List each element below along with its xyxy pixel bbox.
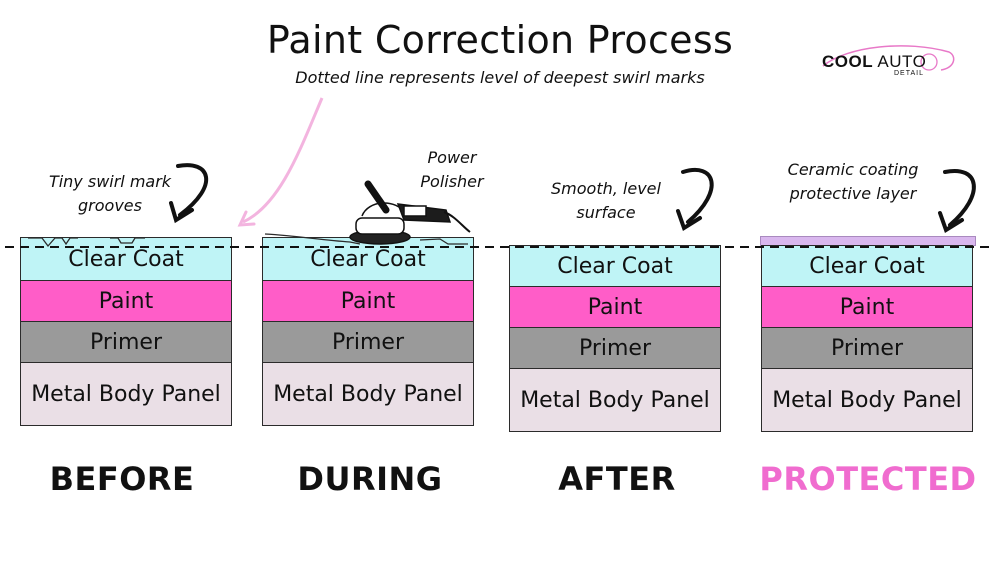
logo-car-outline-icon	[822, 45, 955, 71]
metal-layer: Metal Body Panel	[263, 363, 473, 425]
logo-subtext: DETAIL	[894, 70, 924, 77]
logo-text-light: AUTO	[877, 52, 927, 71]
paint-layer: Paint	[762, 287, 972, 328]
paint-layer: Paint	[263, 281, 473, 322]
clear-coat-layer: Clear Coat	[510, 246, 720, 287]
metal-layer: Metal Body Panel	[510, 369, 720, 431]
stage-label-during: DURING	[297, 460, 443, 498]
primer-layer: Primer	[762, 328, 972, 369]
primer-layer: Primer	[263, 322, 473, 363]
note-before: Tiny swirl mark grooves	[48, 172, 172, 215]
primer-layer: Primer	[21, 322, 231, 363]
clear-coat-layer: Clear Coat	[21, 238, 231, 281]
layer-stack-during: Clear Coat Paint Primer Metal Body Panel	[262, 237, 474, 426]
clear-coat-layer: Clear Coat	[762, 246, 972, 287]
note-protected: Ceramic coating protective layer	[787, 160, 919, 203]
clear-coat-layer: Clear Coat	[263, 238, 473, 281]
paint-layer: Paint	[510, 287, 720, 328]
metal-layer: Metal Body Panel	[21, 363, 231, 425]
logo-text-bold: COOL	[822, 52, 874, 71]
paint-layer: Paint	[21, 281, 231, 322]
layer-stack-after: Clear Coat Paint Primer Metal Body Panel	[509, 245, 721, 432]
subtitle: Dotted line represents level of deepest …	[295, 68, 705, 87]
brand-logo: COOL AUTO DETAIL	[822, 45, 955, 77]
primer-layer: Primer	[510, 328, 720, 369]
stage-label-after: AFTER	[558, 460, 676, 498]
note-after: Smooth, level surface	[551, 179, 661, 222]
stage-label-before: BEFORE	[49, 460, 195, 498]
page-title: Paint Correction Process	[266, 18, 734, 62]
note-during: Power Polisher	[420, 148, 484, 191]
curly-arrow-icon	[938, 168, 976, 234]
pink-arrow-icon	[242, 97, 324, 224]
metal-layer: Metal Body Panel	[762, 369, 972, 431]
layer-stack-protected: Clear Coat Paint Primer Metal Body Panel	[761, 245, 973, 432]
stage-label-protected: PROTECTED	[759, 460, 977, 498]
layer-stack-before: Clear Coat Paint Primer Metal Body Panel	[20, 237, 232, 426]
